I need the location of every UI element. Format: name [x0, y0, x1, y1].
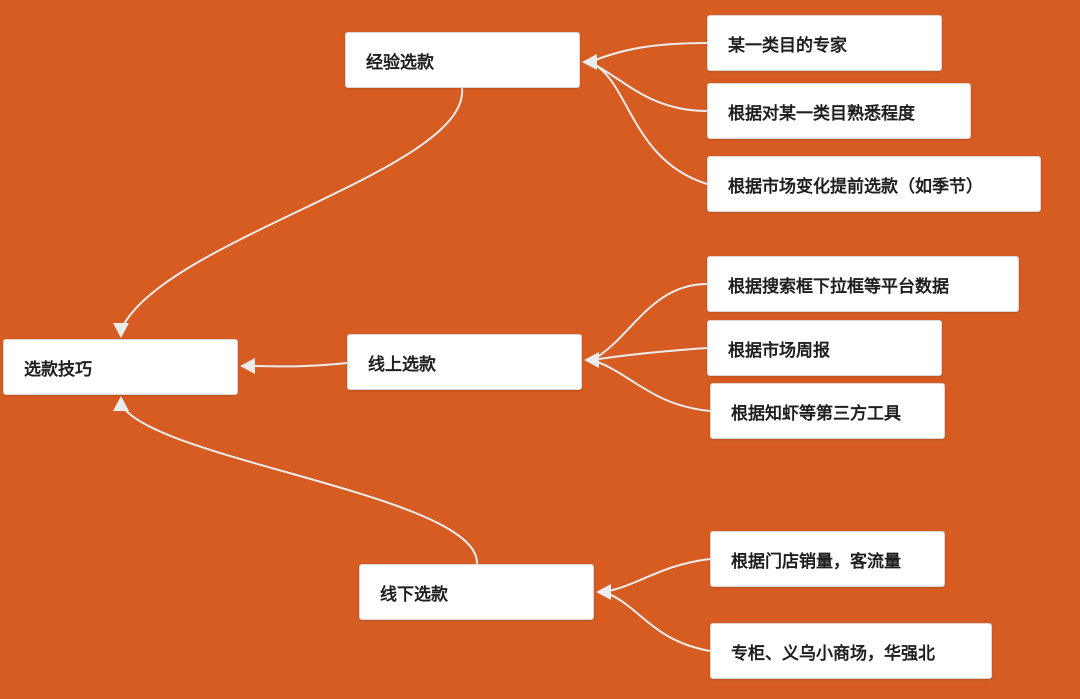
edge-on-1	[591, 283, 708, 361]
edge-exp-3	[589, 61, 708, 185]
arrowhead-experience	[582, 54, 597, 70]
node-label: 经验选款	[366, 52, 434, 73]
node-label: 根据市场变化提前选款（如季节）	[728, 176, 983, 197]
node-off-1[interactable]: 根据门店销量，客流量	[710, 531, 945, 587]
edge-exp-2	[589, 61, 708, 112]
node-root[interactable]: 选款技巧	[3, 339, 238, 395]
node-label: 某一类目的专家	[728, 35, 847, 56]
node-label: 线下选款	[380, 584, 448, 605]
arrowhead-online	[584, 352, 599, 368]
arrowhead-root-left	[240, 358, 255, 374]
edge-on-2	[591, 347, 708, 361]
arrowhead-root-top	[113, 323, 129, 338]
node-label: 根据搜索框下拉框等平台数据	[728, 276, 949, 297]
node-online[interactable]: 线上选款	[347, 334, 582, 390]
node-on-3[interactable]: 根据知虾等第三方工具	[710, 383, 945, 439]
arrowhead-offline	[596, 584, 611, 600]
edge-exp-1	[589, 42, 708, 63]
edge-experience-root	[120, 87, 464, 331]
node-experience[interactable]: 经验选款	[345, 32, 580, 88]
node-label: 选款技巧	[24, 359, 92, 380]
node-label: 根据对某一类目熟悉程度	[728, 103, 915, 124]
node-on-1[interactable]: 根据搜索框下拉框等平台数据	[707, 256, 1019, 312]
node-label: 根据市场周报	[728, 340, 830, 361]
node-exp-3[interactable]: 根据市场变化提前选款（如季节）	[707, 156, 1041, 212]
node-exp-2[interactable]: 根据对某一类目熟悉程度	[707, 83, 971, 139]
node-on-2[interactable]: 根据市场周报	[707, 320, 942, 376]
edge-off-2	[603, 591, 711, 652]
node-label: 根据门店销量，客流量	[731, 551, 901, 572]
arrowhead-root-bottom	[113, 396, 129, 411]
node-label: 线上选款	[368, 354, 436, 375]
edge-on-3	[591, 359, 711, 412]
node-label: 专柜、义乌小商场，华强北	[731, 643, 935, 664]
edge-off-1	[603, 558, 711, 593]
node-label: 根据知虾等第三方工具	[731, 403, 901, 424]
node-offline[interactable]: 线下选款	[359, 564, 594, 620]
node-exp-1[interactable]: 某一类目的专家	[707, 15, 942, 71]
edge-online-root	[246, 362, 348, 368]
edge-offline-root	[120, 403, 479, 565]
node-off-2[interactable]: 专柜、义乌小商场，华强北	[710, 623, 992, 679]
